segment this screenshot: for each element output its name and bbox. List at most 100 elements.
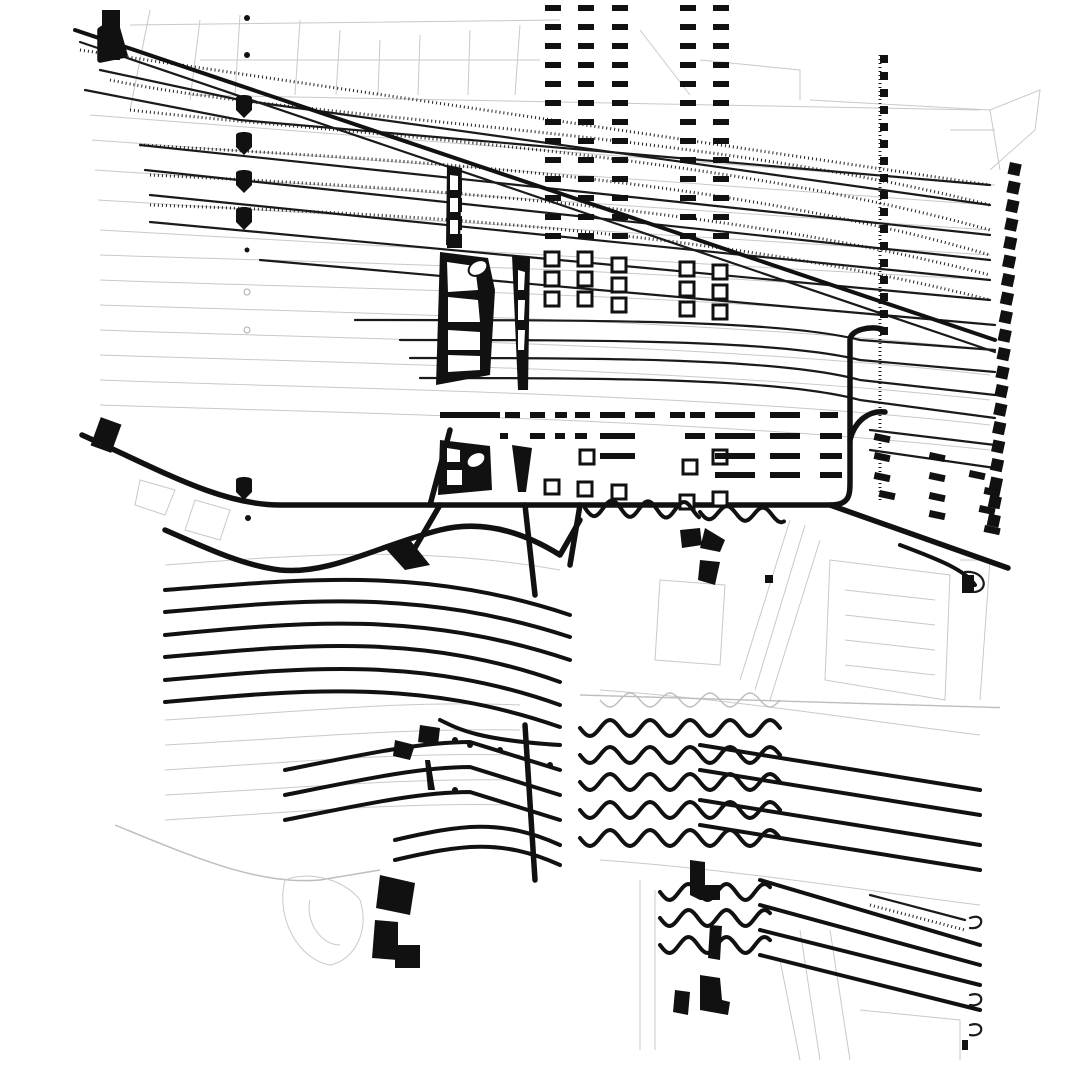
- dash-mark: [880, 89, 888, 97]
- dash-mark: [713, 176, 729, 182]
- dash-mark: [612, 214, 628, 220]
- dash-mark: [545, 43, 561, 49]
- strip-bar: [530, 433, 545, 439]
- dash-mark: [612, 24, 628, 30]
- square-pavilion: [610, 483, 628, 501]
- dash-mark: [880, 310, 888, 318]
- dash-mark: [680, 176, 696, 182]
- strip-bar: [928, 492, 946, 503]
- dash-mark: [713, 81, 729, 87]
- square-pavilion: [543, 478, 561, 496]
- dash-mark: [880, 293, 888, 301]
- dash-mark: [578, 100, 594, 106]
- diagonal-rail-axis: [73, 10, 997, 354]
- dash-mark: [680, 195, 696, 201]
- square-pavilion: [576, 480, 594, 498]
- strip-bar: [600, 453, 635, 459]
- edge-block: [1003, 236, 1018, 251]
- wavy-path: [599, 692, 781, 708]
- wavy-path: [658, 908, 772, 928]
- dash-mark: [545, 157, 561, 163]
- dash-mark: [713, 24, 729, 30]
- dash-mark: [880, 191, 888, 199]
- dash-mark: [545, 119, 561, 125]
- dash-mark: [880, 259, 888, 267]
- dash-mark: [680, 81, 696, 87]
- strip-bar: [770, 433, 800, 439]
- dash-mark: [880, 55, 888, 63]
- dash-mark: [612, 119, 628, 125]
- square-pavilion: [543, 290, 561, 308]
- edge-block: [1002, 254, 1017, 269]
- dash-mark: [545, 176, 561, 182]
- square-pavilion: [576, 250, 594, 268]
- strip-bar: [873, 452, 891, 463]
- dash-mark: [612, 100, 628, 106]
- dash-mark: [713, 119, 729, 125]
- dash-mark: [880, 106, 888, 114]
- strip-bar: [555, 433, 565, 439]
- edge-block: [995, 365, 1010, 380]
- black-strip-bars: [440, 412, 1001, 536]
- dash-mark: [680, 24, 696, 30]
- dash-mark: [680, 43, 696, 49]
- dash-mark: [578, 138, 594, 144]
- dash-mark: [880, 157, 888, 165]
- dash-mark: [578, 157, 594, 163]
- strip-bar: [928, 509, 946, 521]
- square-pavilions: [543, 250, 729, 511]
- dash-mark: [578, 81, 594, 87]
- edge-block: [993, 402, 1008, 417]
- dash-mark: [545, 233, 561, 239]
- dash-mark: [612, 62, 628, 68]
- dash-mark: [880, 242, 888, 250]
- central-wedge-buildings: [436, 165, 532, 495]
- strip-bar: [928, 471, 946, 483]
- strip-bar: [685, 433, 705, 439]
- landscape-strip-lines: [83, 68, 997, 470]
- strip-bar: [820, 453, 842, 459]
- dash-mark: [578, 5, 594, 11]
- strip-bar: [500, 433, 508, 439]
- dash-mark: [880, 208, 888, 216]
- dash-mark: [880, 276, 888, 284]
- dash-mark: [545, 62, 561, 68]
- dash-mark: [713, 62, 729, 68]
- square-pavilion: [678, 260, 696, 278]
- dash-mark: [578, 176, 594, 182]
- strip-bar: [968, 469, 986, 481]
- dash-mark: [545, 24, 561, 30]
- building-blocks: [372, 528, 974, 1050]
- dash-mark: [612, 233, 628, 239]
- left-column-markers: [236, 15, 252, 521]
- dash-mark: [545, 100, 561, 106]
- edge-block: [996, 347, 1011, 362]
- square-pavilion: [711, 283, 729, 301]
- square-pavilion: [678, 300, 696, 318]
- strip-bar: [820, 433, 842, 439]
- wavy-path: [578, 745, 782, 765]
- edge-block: [997, 328, 1012, 343]
- strip-bar: [928, 452, 946, 463]
- dash-mark: [545, 195, 561, 201]
- strip-bar: [505, 412, 520, 418]
- strip-bar: [978, 504, 996, 516]
- dash-mark: [713, 157, 729, 163]
- square-pavilion: [543, 250, 561, 268]
- dash-mark: [612, 81, 628, 87]
- strip-bar: [600, 433, 635, 439]
- wavy-path: [578, 800, 782, 820]
- dash-mark: [578, 233, 594, 239]
- dash-mark: [612, 43, 628, 49]
- dash-mark: [612, 176, 628, 182]
- square-pavilion: [543, 270, 561, 288]
- dash-mark: [680, 233, 696, 239]
- strip-bar: [715, 453, 755, 459]
- dash-mark: [612, 138, 628, 144]
- dash-mark: [713, 233, 729, 239]
- dotted-track-lines: [79, 48, 991, 500]
- dash-mark: [713, 138, 729, 144]
- edge-block: [998, 310, 1013, 325]
- dash-columns: [545, 5, 888, 335]
